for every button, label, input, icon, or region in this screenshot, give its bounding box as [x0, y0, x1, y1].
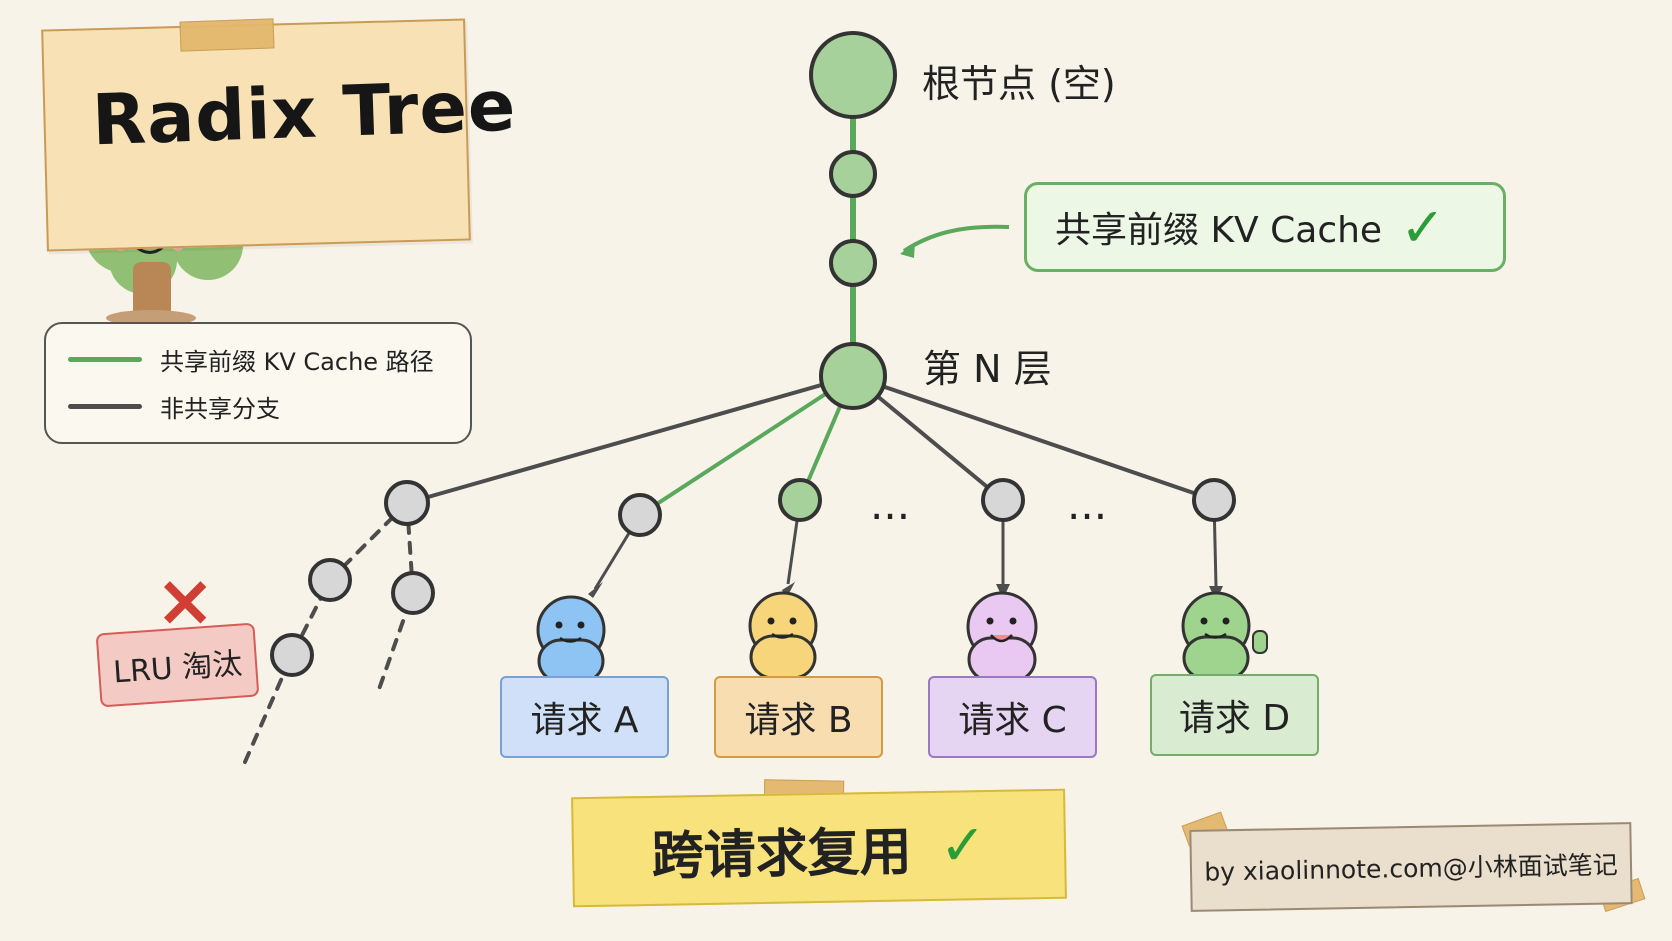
credit-note: by xiaolinnote.com@小林面试笔记: [1189, 822, 1633, 912]
request-card-b: 请求 B: [714, 676, 883, 758]
legend-label-unshared: 非共享分支: [160, 395, 280, 423]
request-node-a: [618, 493, 662, 537]
reuse-label: 跨请求复用: [651, 821, 913, 887]
left-child-node-1: [308, 558, 352, 602]
callout-arrow: [902, 224, 1010, 253]
ellipsis-2: ...: [1067, 480, 1108, 529]
callout-arrowhead: [900, 242, 915, 258]
legend-row-shared: 共享前缀 KV Cache 路径: [68, 342, 434, 377]
legend-row-unshared: 非共享分支: [68, 389, 280, 424]
root-node: [809, 31, 897, 119]
ellipsis-1: ...: [870, 480, 911, 529]
title-tape: [179, 18, 275, 52]
request-node-b: [778, 478, 822, 522]
root-label: 根节点 (空): [922, 62, 1116, 106]
request-card-a: 请求 A: [500, 676, 669, 758]
request-a-character: [536, 595, 606, 684]
edge-request-a: [638, 374, 855, 517]
request-card-d: 请求 D: [1150, 674, 1319, 756]
left-branch-node: [384, 480, 430, 526]
page-title: Radix Tree: [90, 64, 518, 162]
request-card-c: 请求 C: [928, 676, 1097, 758]
request-node-d: [1192, 478, 1236, 522]
edge-request-d: [851, 374, 1216, 502]
request-d-character: [1181, 591, 1268, 681]
level-n-node: [819, 342, 887, 410]
legend-line-shared: [68, 357, 142, 362]
legend-box: 共享前缀 KV Cache 路径 非共享分支: [44, 322, 472, 444]
reuse-note: 跨请求复用 ✓: [571, 788, 1067, 908]
edge-left-branch: [405, 374, 855, 505]
legend-label-shared: 共享前缀 KV Cache 路径: [160, 348, 434, 376]
callout-label: 共享前缀 KV Cache: [1055, 210, 1383, 251]
shared-node-1: [829, 150, 877, 198]
shared-node-2: [829, 239, 877, 287]
lru-label: LRU 淘汰: [95, 622, 260, 708]
request-node-c: [981, 478, 1025, 522]
request-b-character: [748, 591, 818, 680]
shared-cache-callout: 共享前缀 KV Cache ✓: [1024, 182, 1506, 272]
left-child-node-3: [270, 633, 314, 677]
request-c-character: [966, 591, 1038, 683]
arrowhead-request-a: [588, 582, 603, 598]
arrowhead-request-c: [996, 584, 1010, 599]
legend-line-unshared: [68, 404, 142, 409]
check-icon: ✓: [1400, 195, 1446, 259]
level-label: 第 N 层: [923, 347, 1052, 391]
reuse-check-icon: ✓: [938, 812, 988, 879]
left-child-node-2: [391, 571, 435, 615]
left-branch-path-1: [243, 501, 409, 764]
